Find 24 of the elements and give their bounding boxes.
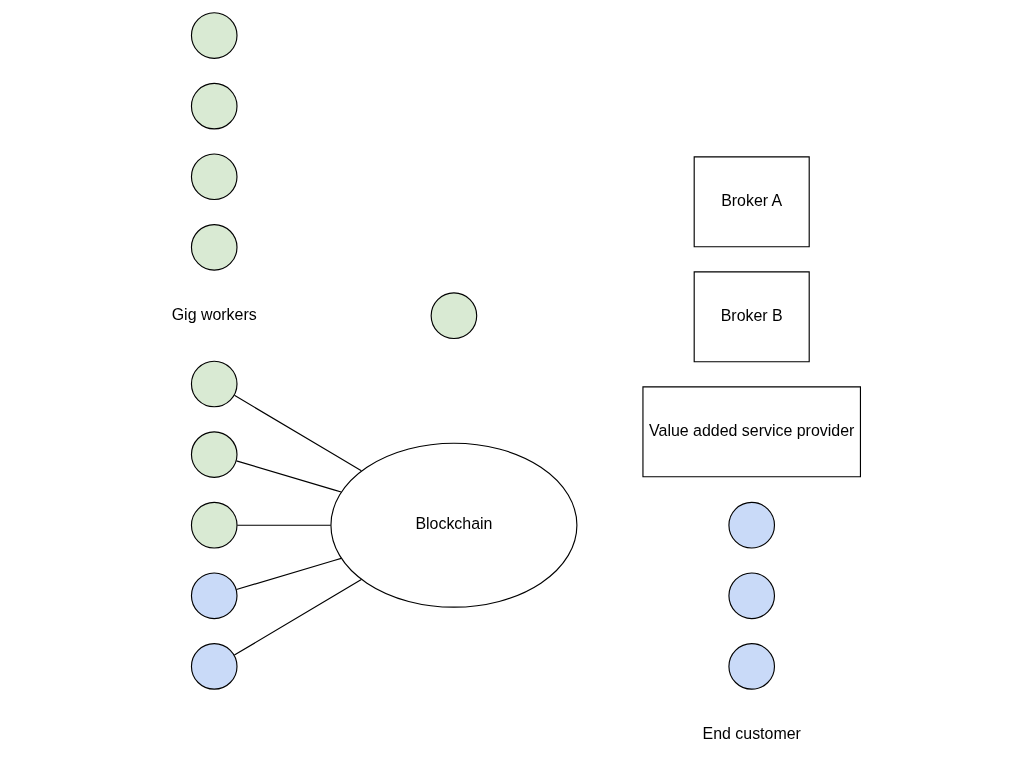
label: End customer <box>702 724 801 742</box>
connector <box>235 460 342 493</box>
node-circle <box>190 12 238 59</box>
connector <box>233 579 362 656</box>
node-circle <box>190 360 238 408</box>
node-circle <box>728 572 776 620</box>
node-circle <box>190 82 238 130</box>
node-circle <box>728 501 776 549</box>
node-ellipse: Blockchain <box>330 442 578 608</box>
node-box: Broker A <box>693 156 810 248</box>
node-circle <box>430 292 478 339</box>
node-circle <box>190 224 238 271</box>
node-circle <box>190 572 238 620</box>
node-box: Value added service provider <box>642 386 862 478</box>
node-circle <box>190 431 238 478</box>
node-circle <box>190 153 238 201</box>
node-circle <box>190 643 238 690</box>
node-circle <box>190 501 238 549</box>
node-box: Broker B <box>693 271 810 363</box>
connector <box>236 524 332 526</box>
label: Gig workers <box>171 305 257 323</box>
connector <box>233 394 362 472</box>
node-circle <box>728 643 776 690</box>
connector <box>235 557 342 591</box>
